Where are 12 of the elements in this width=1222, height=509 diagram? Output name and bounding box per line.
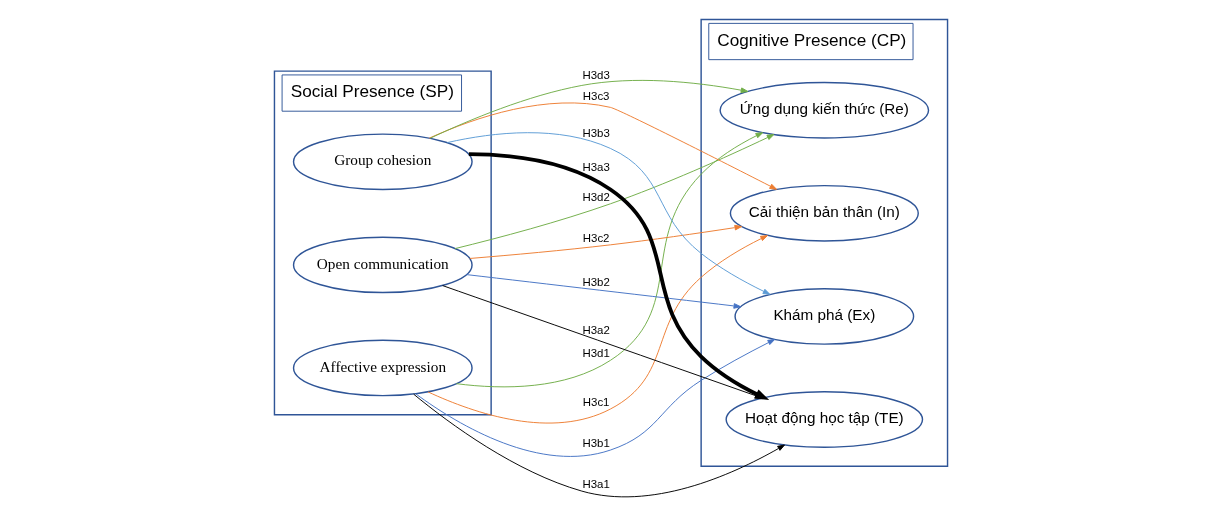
edge-label: H3c1	[582, 395, 610, 408]
edge-label: H3a2	[582, 324, 610, 337]
edge-label: H3d1	[582, 347, 610, 360]
edge-label: H3c3	[582, 90, 610, 103]
edge-label: H3b2	[582, 275, 610, 288]
edge-label: H3b3	[582, 126, 610, 139]
edge-label: H3a3	[582, 160, 610, 173]
edge-label: H3b1	[582, 436, 610, 449]
edge-label: H3d3	[582, 69, 610, 82]
edge-label: H3a1	[582, 477, 610, 490]
edge-label: H3d2	[582, 190, 610, 203]
edge-label: H3c2	[582, 231, 610, 244]
